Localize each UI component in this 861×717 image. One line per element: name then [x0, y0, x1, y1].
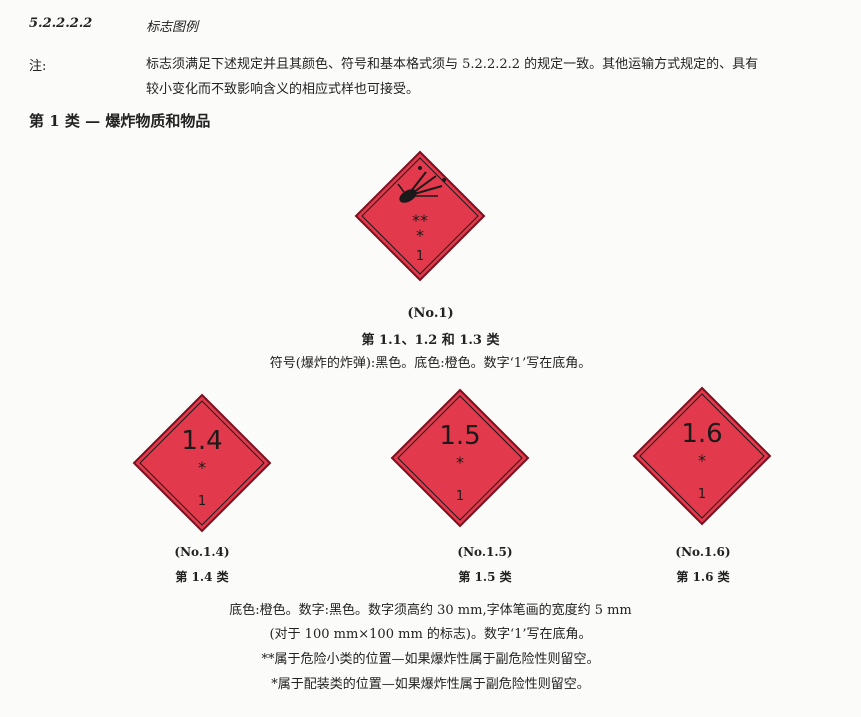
- footnote-line-3: **属于危险小类的位置—如果爆炸性属于副危险性则留空。: [261, 652, 600, 667]
- explosive-placard-1-4: 1.4 * 1: [132, 393, 272, 533]
- compat-star: *: [198, 458, 206, 477]
- explosive-placard-1-6: 1.6 * 1: [632, 386, 772, 526]
- note-line-1: 标志须满足下述规定并且其颜色、符号和基本格式须与 5.2.2.2.2 的规定一致…: [146, 57, 759, 72]
- footnote-line-1: 底色:橙色。数字:黑色。数字须高约 30 mm,字体笔画的宽度约 5 mm: [229, 603, 632, 618]
- explosive-placard-no1: ** * 1: [354, 150, 486, 282]
- caption-no-1-6: (No.1.6): [675, 545, 731, 559]
- note-line-2: 较小变化而不致影响含义的相应式样也可接受。: [146, 82, 420, 97]
- class-heading: 第 1 类 — 爆炸物质和物品: [29, 112, 211, 130]
- division-number: 1.6: [681, 419, 722, 449]
- placard-diamond: [132, 393, 272, 533]
- placard-inner-border: [139, 400, 265, 526]
- compat-star: *: [416, 226, 424, 245]
- class-digit: 1: [698, 487, 706, 502]
- caption-desc: 符号(爆炸的炸弹):黑色。底色:橙色。数字‘1’写在底角。: [269, 356, 592, 371]
- class-digit: 1: [416, 249, 424, 264]
- section-number: 5.2.2.2.2: [29, 16, 93, 31]
- placard-inner-border: [397, 395, 523, 521]
- note-text: 标志须满足下述规定并且其颜色、符号和基本格式须与 5.2.2.2.2 的规定一致…: [146, 52, 826, 102]
- section-title: 标志图例: [146, 20, 199, 35]
- division-stars: **: [412, 211, 428, 230]
- footnote-line-4: *属于配装类的位置—如果爆炸性属于副危险性则留空。: [271, 677, 590, 692]
- explosive-placard-1-5: 1.5 * 1: [390, 388, 530, 528]
- placard-diamond: [354, 150, 486, 282]
- caption-no1: (No.1): [407, 306, 454, 321]
- division-number: 1.5: [439, 421, 480, 451]
- caption-no-1-5: (No.1.5): [457, 545, 513, 559]
- note-label: 注:: [29, 59, 47, 74]
- class-digit: 1: [456, 489, 464, 504]
- caption-class-1-6: 第 1.6 类: [676, 570, 730, 584]
- placard-inner-border: [639, 393, 765, 519]
- placard-diamond: [632, 386, 772, 526]
- footnote-line-2: (对于 100 mm×100 mm 的标志)。数字‘1’写在底角。: [269, 627, 592, 642]
- caption-class-1-5: 第 1.5 类: [458, 570, 512, 584]
- caption-divisions: 第 1.1、1.2 和 1.3 类: [361, 333, 500, 348]
- caption-no-1-4: (No.1.4): [174, 545, 230, 559]
- class-digit: 1: [198, 494, 206, 509]
- placard-inner-border: [361, 157, 479, 275]
- compat-star: *: [456, 453, 464, 472]
- exploding-bomb-icon: [397, 166, 446, 203]
- placard-diamond: [390, 388, 530, 528]
- caption-class-1-4: 第 1.4 类: [175, 570, 229, 584]
- compat-star: *: [698, 451, 706, 470]
- division-number: 1.4: [181, 426, 222, 456]
